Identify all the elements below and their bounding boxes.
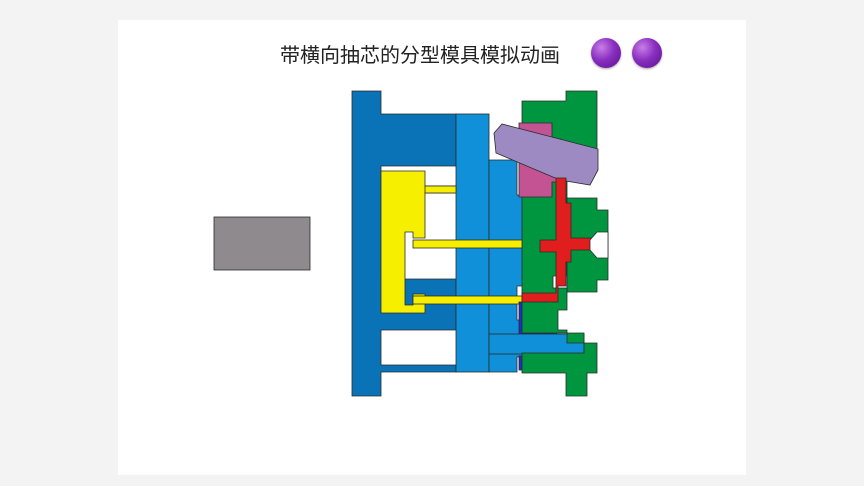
nozzle-seat (589, 231, 609, 259)
next-button[interactable] (632, 38, 662, 68)
ejector-guide (424, 185, 457, 194)
machine-ram (213, 216, 311, 271)
prev-button[interactable] (591, 38, 621, 68)
angle-pin (493, 123, 599, 186)
melt-runner (521, 177, 603, 303)
slide-title: 带横向抽芯的分型模具模拟动画 (280, 43, 560, 67)
